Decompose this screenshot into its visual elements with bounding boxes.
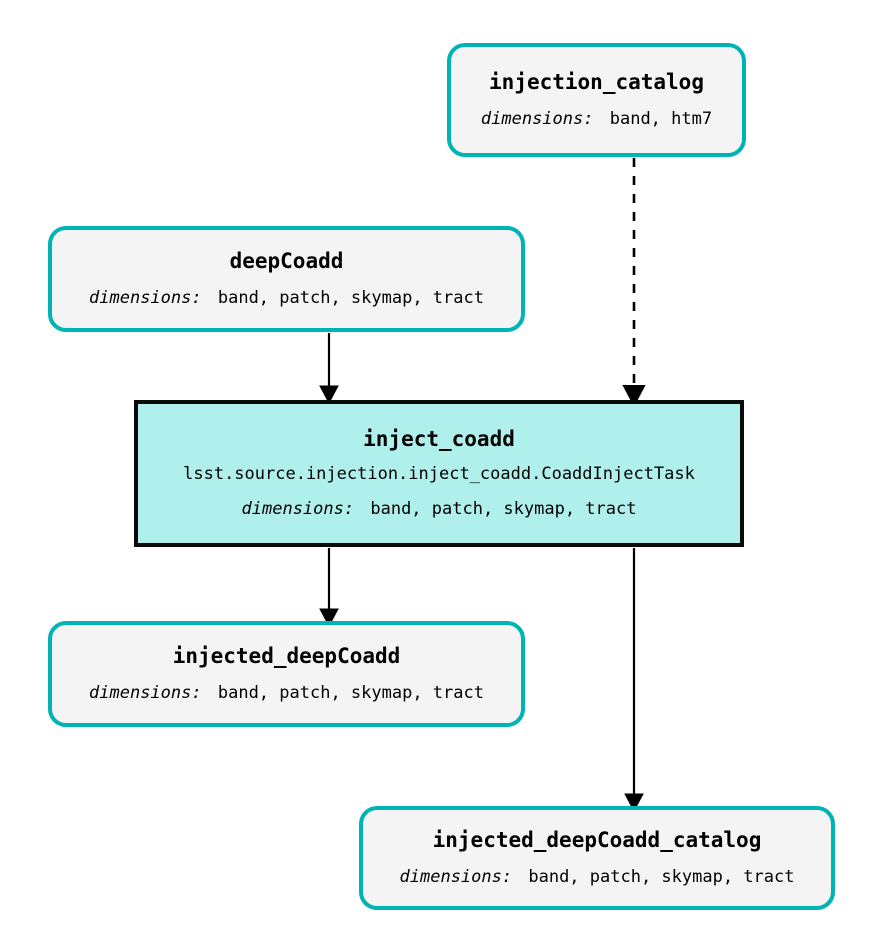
node-injected-deep-coadd-catalog[interactable]: injected_deepCoadd_catalog dimensions: b… xyxy=(359,806,835,910)
dimensions-values: band, patch, skymap, tract xyxy=(217,288,484,309)
dimensions-values: band, patch, skymap, tract xyxy=(370,499,637,520)
node-title: injected_deepCoadd_catalog xyxy=(432,828,762,853)
dimensions-label: dimensions: xyxy=(480,109,594,130)
node-title: injection_catalog xyxy=(489,70,704,95)
node-title: inject_coadd xyxy=(363,427,515,452)
node-dimensions: dimensions: band, patch, skymap, tract xyxy=(242,500,637,519)
node-inject-coadd[interactable]: inject_coadd lsst.source.injection.injec… xyxy=(134,400,744,547)
dimensions-values: band, patch, skymap, tract xyxy=(217,683,484,704)
dimensions-label: dimensions: xyxy=(241,499,355,520)
node-classpath: lsst.source.injection.inject_coadd.Coadd… xyxy=(183,464,695,485)
node-dimensions: dimensions: band, patch, skymap, tract xyxy=(400,868,795,887)
node-injected-deep-coadd[interactable]: injected_deepCoadd dimensions: band, pat… xyxy=(48,621,525,727)
node-injection-catalog[interactable]: injection_catalog dimensions: band, htm7 xyxy=(447,43,746,157)
node-deep-coadd[interactable]: deepCoadd dimensions: band, patch, skyma… xyxy=(48,226,525,332)
node-dimensions: dimensions: band, patch, skymap, tract xyxy=(89,289,484,308)
dimensions-label: dimensions: xyxy=(89,683,202,704)
node-dimensions: dimensions: band, htm7 xyxy=(481,110,712,129)
dimensions-values: band, htm7 xyxy=(609,109,713,130)
node-title: injected_deepCoadd xyxy=(172,644,401,669)
node-dimensions: dimensions: band, patch, skymap, tract xyxy=(89,684,484,703)
node-title: deepCoadd xyxy=(229,249,344,274)
dimensions-values: band, patch, skymap, tract xyxy=(528,867,795,888)
dimensions-label: dimensions: xyxy=(89,288,202,309)
dimensions-label: dimensions: xyxy=(399,867,513,888)
